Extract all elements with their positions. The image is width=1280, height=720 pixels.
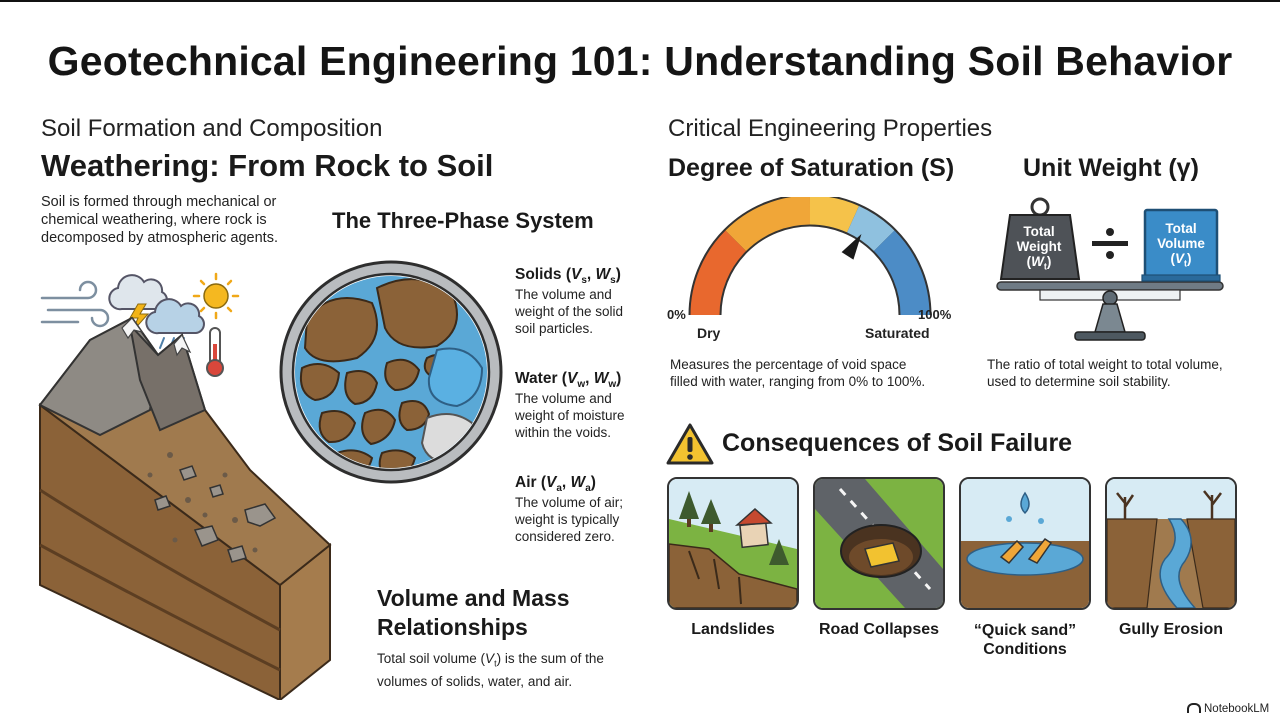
soil-particle: [303, 297, 378, 363]
storm-cloud-icon: [108, 274, 168, 333]
saturation-gauge: [688, 197, 932, 316]
wind-icon: [40, 280, 110, 328]
card-landslides: [667, 477, 799, 610]
page-title: Geotechnical Engineering 101: Understand…: [47, 38, 1233, 84]
three-phase-heading: The Three-Phase System: [332, 208, 594, 233]
weathering-illustration: [38, 272, 332, 700]
notebooklm-icon: [1187, 703, 1201, 713]
phase-solids: Solids (Vs, Ws) The volume and weight of…: [515, 266, 624, 337]
soil-sample-circle: [279, 260, 503, 484]
unit-weight-description: The ratio of total weight to total volum…: [987, 357, 1223, 389]
total-weight-label: Total Weight (Wt): [1016, 224, 1062, 272]
total-volume-label: Total Volume (Vt): [1157, 221, 1205, 269]
soil-particle: [398, 400, 431, 432]
divide-icon: [1092, 228, 1128, 259]
warning-icon: [666, 423, 714, 465]
unit-weight-scale: [996, 197, 1224, 341]
soil-particle: [344, 370, 379, 406]
soil-particle: [318, 410, 357, 444]
card-road-collapses: [813, 477, 945, 610]
landslide-image: [669, 479, 797, 608]
caption-road-collapses: Road Collapses: [818, 621, 940, 638]
sun-icon: [192, 272, 240, 320]
gauge-max-label: 100%: [918, 307, 952, 322]
saturation-description: Measures the percentage of void space fi…: [670, 357, 926, 389]
gauge-needle: [841, 233, 862, 260]
notebooklm-logo: NotebookLM: [1187, 703, 1269, 715]
gauge-segment-saturated: [873, 230, 930, 316]
gauge-min-label: 0%: [667, 307, 686, 322]
gauge-saturated-label: Saturated: [865, 325, 930, 341]
divide-operator: ÷: [1098, 202, 1099, 203]
phase-water: Water (Vw, Ww) The volume and weight of …: [515, 370, 625, 441]
gauge-segment-low: [725, 197, 811, 252]
phase-air: Air (Va, Wa) The volume of air; weight i…: [515, 474, 624, 545]
gauge-dry-label: Dry: [697, 325, 721, 341]
soil-particle: [299, 363, 341, 402]
caption-gully-erosion: Gully Erosion: [1118, 621, 1223, 638]
unit-weight-heading: Unit Weight (γ): [1023, 154, 1199, 182]
gauge-segment-dry: [690, 230, 747, 316]
soil-particle: [361, 408, 397, 446]
gauge-segment-mid: [809, 197, 859, 233]
water-pocket: [427, 347, 484, 408]
consequences-heading: Consequences of Soil Failure: [722, 429, 1073, 457]
quicksand-image: [961, 479, 1089, 608]
soil-particle: [378, 449, 417, 468]
thermometer-icon: [206, 327, 224, 377]
soil-particle: [375, 278, 458, 349]
section-title-formation: Soil Formation and Composition: [41, 115, 383, 142]
card-gully-erosion: [1105, 477, 1237, 610]
volume-mass-heading: Volume and Mass Relationships: [377, 585, 570, 640]
total-weight-icon: [999, 214, 1081, 280]
gully-erosion-image: [1107, 479, 1235, 608]
weathering-heading: Weathering: From Rock to Soil: [41, 148, 494, 183]
card-quicksand: [959, 477, 1091, 610]
volume-mass-description: Total soil volume (Vt) is the sum of the…: [377, 651, 604, 689]
section-title-properties: Critical Engineering Properties: [668, 115, 993, 142]
gauge-segment-wet: [846, 205, 895, 252]
saturation-heading: Degree of Saturation (S): [668, 154, 955, 182]
soil-particle: [384, 358, 421, 392]
caption-landslides: Landslides: [691, 621, 775, 638]
weathering-description: Soil is formed through mechanical or che…: [41, 194, 278, 246]
caption-quicksand: “Quick sand” Conditions: [973, 622, 1077, 658]
road-collapse-image: [815, 479, 943, 608]
